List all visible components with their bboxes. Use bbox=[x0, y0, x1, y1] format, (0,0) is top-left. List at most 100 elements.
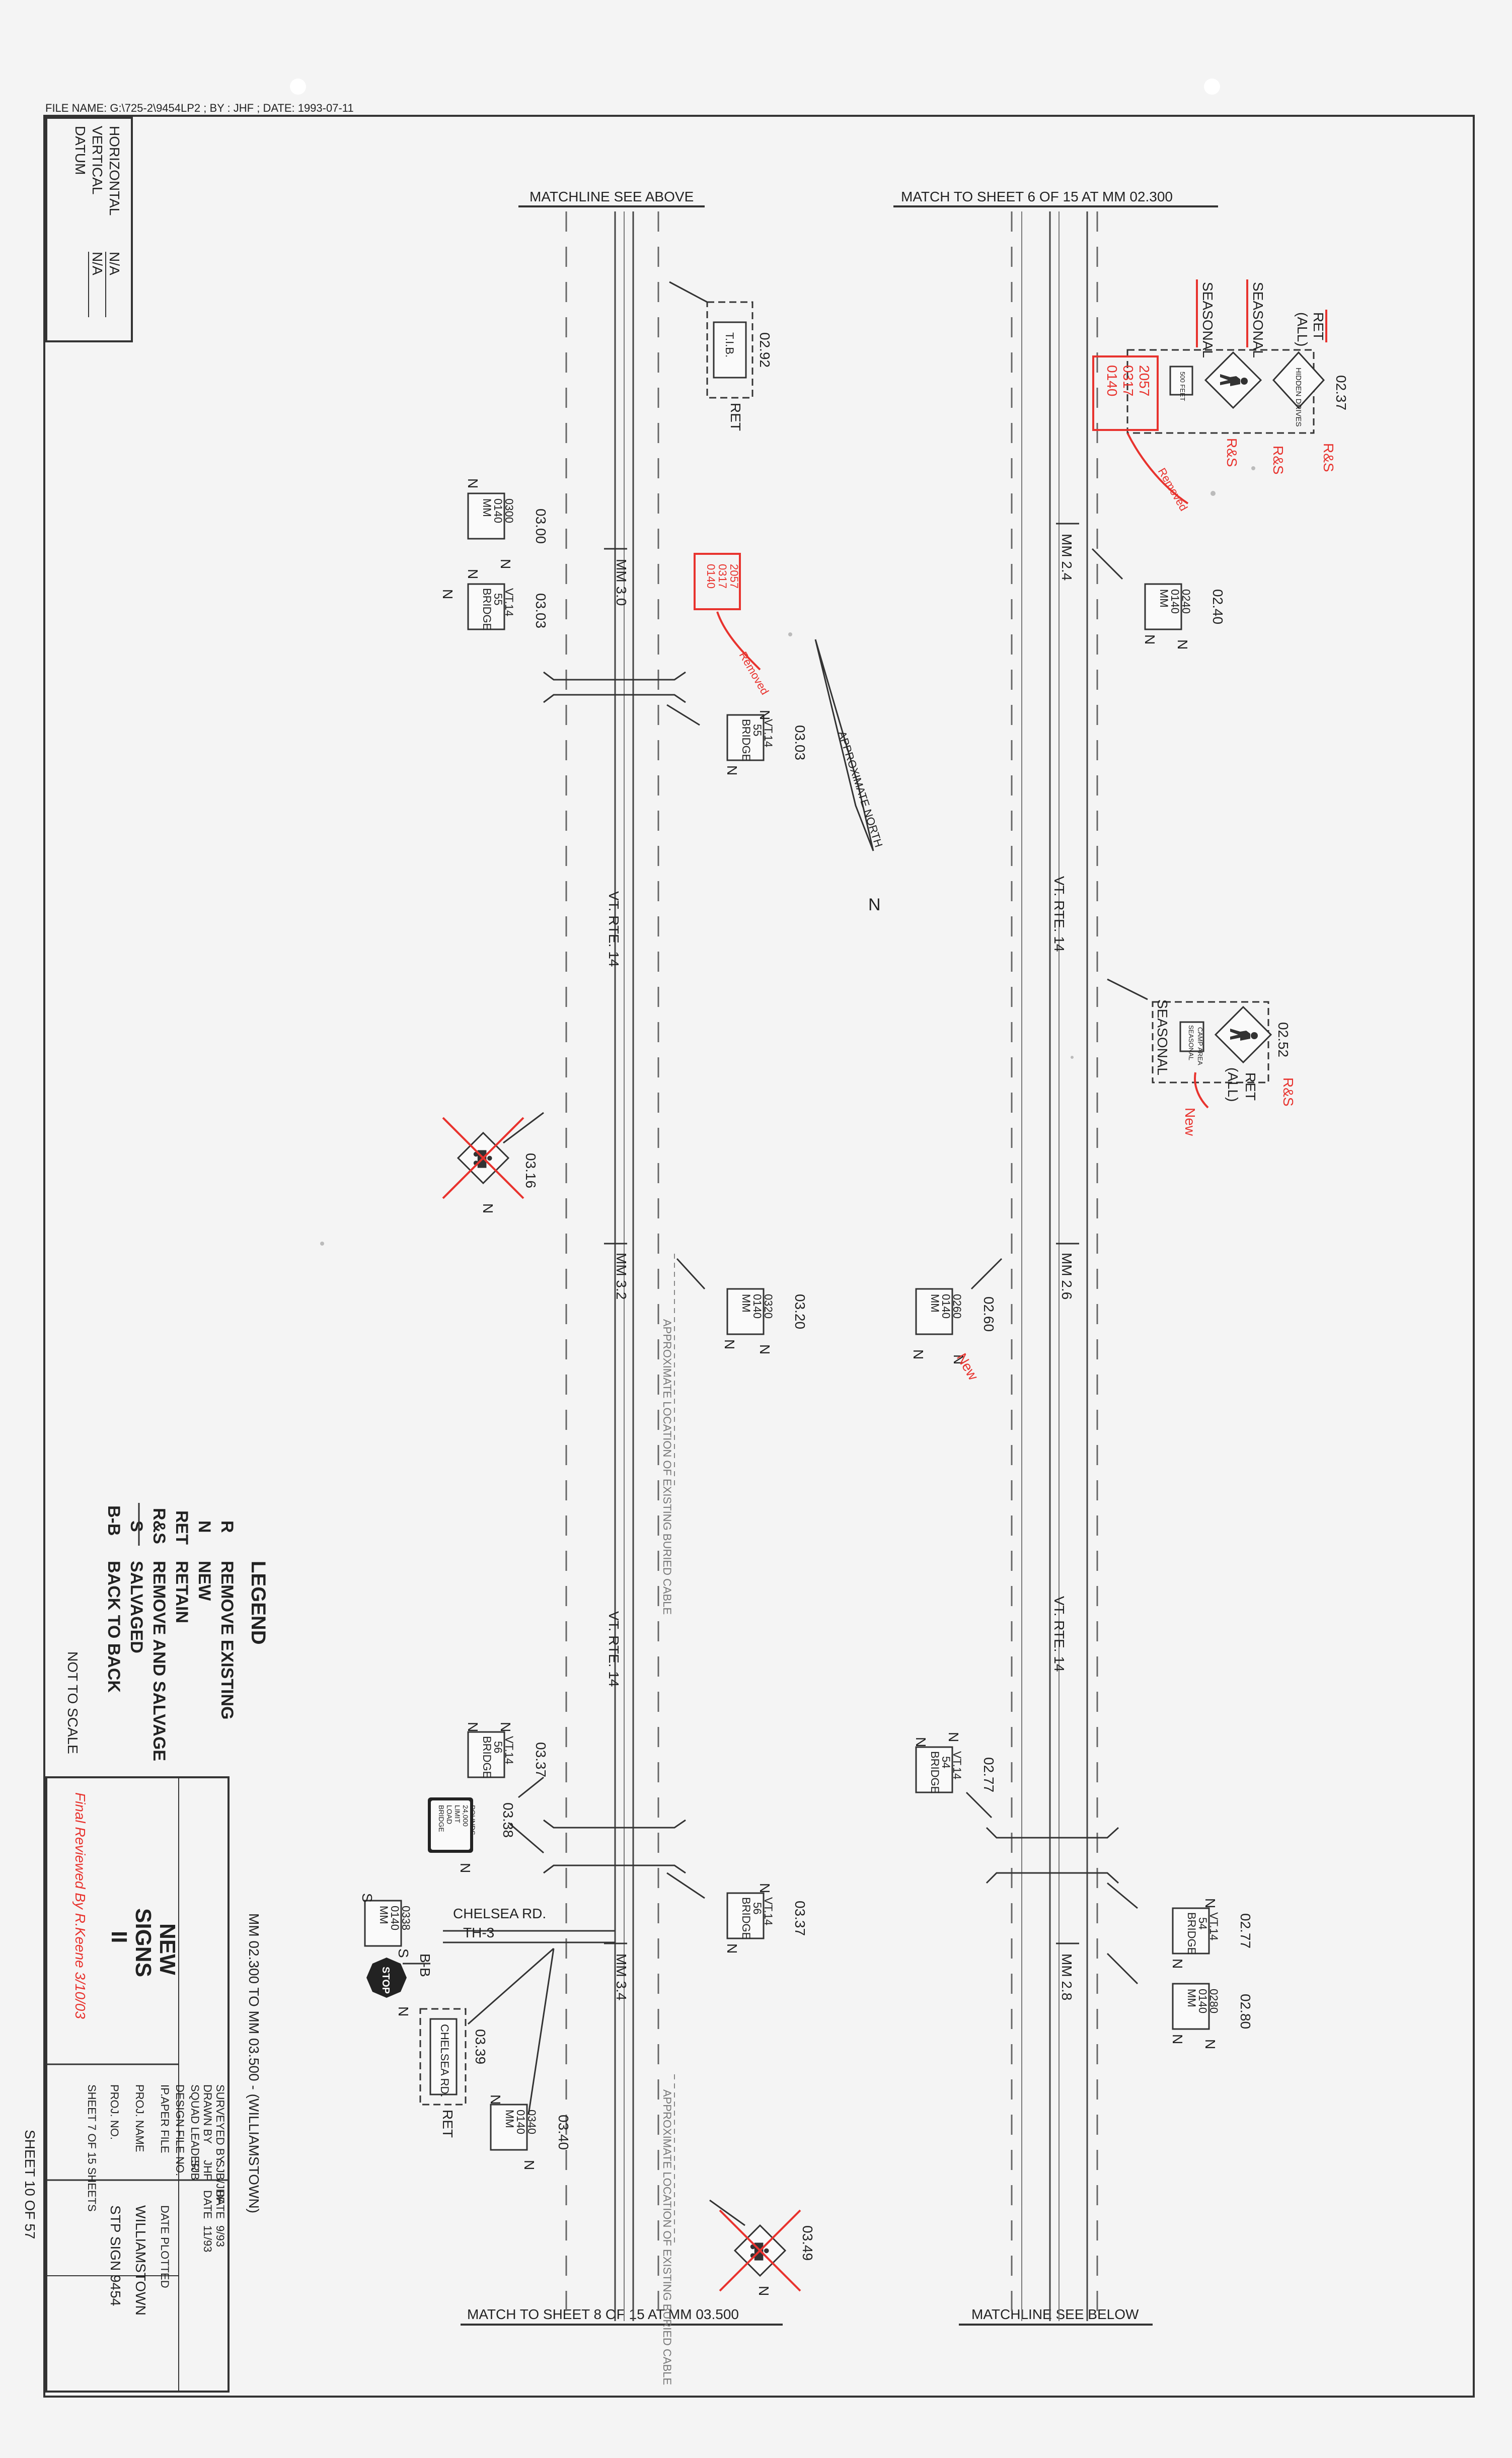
svg-text:SEASONAL: SEASONAL bbox=[1250, 282, 1266, 358]
svg-text:MM: MM bbox=[1185, 1989, 1198, 2007]
bridge-left-337 bbox=[543, 1819, 686, 1874]
cross-road-name: CHELSEA RD. bbox=[453, 1906, 546, 1921]
svg-text:MM: MM bbox=[481, 498, 493, 517]
svg-text:02.52: 02.52 bbox=[1275, 1022, 1291, 1057]
svg-text:R&S: R&S bbox=[1280, 1077, 1296, 1107]
svg-text:REMOVE EXISTING: REMOVE EXISTING bbox=[217, 1561, 237, 1720]
svg-text:0140: 0140 bbox=[514, 2110, 527, 2134]
svg-text:RET: RET bbox=[440, 2110, 456, 2138]
title-line-2: SIGNS bbox=[131, 1908, 156, 1977]
road-left bbox=[565, 211, 659, 2321]
svg-text:MATCHLINE SEE BELOW: MATCHLINE SEE BELOW bbox=[971, 2306, 1139, 2322]
svg-text:24,000: 24,000 bbox=[462, 1805, 470, 1827]
svg-text:VT.14: VT.14 bbox=[762, 1897, 775, 1925]
svg-text:03.39: 03.39 bbox=[473, 2029, 488, 2064]
svg-text:SEASONAL: SEASONAL bbox=[1155, 999, 1170, 1075]
datum-box bbox=[45, 117, 133, 342]
datum-block: DATUM VERTICAL HORIZONTAL N/A N/A bbox=[72, 126, 122, 317]
svg-text:BRIDGE: BRIDGE bbox=[1185, 1912, 1198, 1955]
svg-text:CHELSEA RD.: CHELSEA RD. bbox=[438, 2024, 451, 2098]
svg-text:N: N bbox=[1142, 634, 1158, 644]
title-range: MM 02.300 TO MM 03.500 - (WILLIAMSTOWN) bbox=[246, 1913, 262, 2213]
sign-0237: HIDDEN DRIVES 500 FEET 02.37 RET (ALL) S… bbox=[1126, 279, 1349, 475]
svg-text:DATE: DATE bbox=[201, 2190, 214, 2219]
matchline-left-bottom: MATCH TO SHEET 8 OF 15 AT MM 03.500 bbox=[461, 2306, 783, 2326]
sign-0240: MM 0140 0240 02.40 N N bbox=[1091, 548, 1226, 649]
svg-text:SALVAGED: SALVAGED bbox=[127, 1561, 146, 1653]
svg-text:N: N bbox=[195, 1521, 214, 1533]
svg-text:N: N bbox=[458, 1863, 473, 1873]
svg-text:MM: MM bbox=[377, 1906, 390, 1924]
matchline-right-bottom: MATCHLINE SEE BELOW bbox=[959, 2306, 1153, 2326]
svg-text:BRIDGE: BRIDGE bbox=[929, 1751, 941, 1793]
datum-title: DATUM bbox=[72, 126, 88, 175]
svg-text:DESIGN FILE NO.: DESIGN FILE NO. bbox=[174, 2084, 186, 2176]
title-block: MM 02.300 TO MM 03.500 - (WILLIAMSTOWN) … bbox=[45, 1776, 262, 2393]
svg-text:N: N bbox=[1170, 1959, 1185, 1969]
svg-text:MM 2.6: MM 2.6 bbox=[1059, 1253, 1075, 1299]
svg-text:HIDDEN DRIVES: HIDDEN DRIVES bbox=[1294, 368, 1303, 427]
punch-hole bbox=[290, 79, 306, 95]
svg-text:02.77: 02.77 bbox=[1238, 1913, 1253, 1948]
svg-text:MATCH TO SHEET 6 OF 15 AT MM 0: MATCH TO SHEET 6 OF 15 AT MM 02.300 bbox=[901, 189, 1173, 204]
svg-text:T.I.B.: T.I.B. bbox=[723, 332, 736, 357]
svg-text:2057: 2057 bbox=[728, 564, 740, 589]
svg-text:N: N bbox=[911, 1349, 926, 1359]
svg-text:PROJ. NO.: PROJ. NO. bbox=[108, 2084, 121, 2140]
paper-specks bbox=[320, 466, 1255, 1246]
total-sheet-number: SHEET 10 OF 57 bbox=[22, 2130, 38, 2239]
svg-text:0140: 0140 bbox=[1196, 1989, 1209, 2013]
svg-text:PROJ. NAME: PROJ. NAME bbox=[133, 2084, 146, 2152]
svg-text:VT.14: VT.14 bbox=[1207, 1912, 1220, 1940]
sign-0338-mm: MM 0140 0338 S S B-B STOP N bbox=[359, 1893, 433, 2016]
svg-text:0140: 0140 bbox=[389, 1906, 401, 1930]
svg-text:SURVEYED BY: SURVEYED BY bbox=[214, 2084, 226, 2163]
svg-text:VT.14: VT.14 bbox=[503, 1736, 515, 1764]
svg-text:0140: 0140 bbox=[1169, 589, 1181, 614]
svg-text:DATE PLOTTED: DATE PLOTTED bbox=[159, 2205, 171, 2288]
sign-0337-a: BRIDGE 56 VT.14 03.37 N N bbox=[465, 1722, 549, 1798]
svg-text:BACK TO BACK: BACK TO BACK bbox=[104, 1561, 123, 1693]
svg-text:IP.APER FILE: IP.APER FILE bbox=[159, 2084, 171, 2153]
svg-text:MM 3.0: MM 3.0 bbox=[614, 559, 629, 606]
svg-text:RET: RET bbox=[172, 1510, 191, 1545]
svg-text:0317: 0317 bbox=[716, 564, 729, 589]
road-right bbox=[1011, 211, 1098, 2321]
file-info: FILE NAME: G:\725-2\9454LP2 ; BY : JHF ;… bbox=[45, 102, 354, 114]
sign-0300: MM 0140 0300 03.00 N N bbox=[465, 478, 549, 569]
svg-text:N: N bbox=[465, 1722, 481, 1732]
svg-text:N: N bbox=[1170, 2034, 1185, 2044]
svg-text:BRIDGE: BRIDGE bbox=[740, 719, 752, 761]
svg-text:02.92: 02.92 bbox=[757, 332, 773, 368]
sign-0277-a: BRIDGE 54 VT.14 02.77 N N bbox=[913, 1732, 997, 1819]
svg-text:B-B: B-B bbox=[417, 1954, 433, 1977]
svg-text:BRIDGE: BRIDGE bbox=[437, 1805, 445, 1832]
svg-text:N: N bbox=[724, 1943, 740, 1954]
legend-item: N NEW bbox=[195, 1521, 214, 1601]
svg-text:03.40: 03.40 bbox=[556, 2115, 571, 2150]
svg-text:N: N bbox=[465, 478, 481, 488]
svg-text:N: N bbox=[1202, 1898, 1218, 1908]
svg-text:56: 56 bbox=[492, 1741, 504, 1753]
sign-0303-a: BRIDGE 55 VT.14 03.03 N N bbox=[440, 569, 549, 630]
route-label-right-1: VT. RTE. 14 bbox=[1051, 876, 1067, 952]
title-line-3: II bbox=[107, 1931, 131, 1943]
svg-text:N: N bbox=[465, 569, 481, 579]
svg-text:55: 55 bbox=[751, 724, 764, 736]
sign-0337-b: BRIDGE 56 VT.14 03.37 N N bbox=[666, 1872, 808, 1954]
svg-text:R&S: R&S bbox=[1224, 438, 1240, 467]
svg-text:SHEET 7 OF 15 SHEETS: SHEET 7 OF 15 SHEETS bbox=[86, 2084, 98, 2212]
svg-text:54: 54 bbox=[940, 1756, 952, 1768]
svg-text:MM: MM bbox=[1158, 589, 1170, 608]
milepost-left-32: MM 3.2 bbox=[604, 1243, 629, 1299]
svg-text:0260: 0260 bbox=[951, 1294, 963, 1319]
svg-text:MM: MM bbox=[503, 2110, 516, 2128]
svg-text:02.80: 02.80 bbox=[1238, 1994, 1253, 2029]
north-letter: N bbox=[868, 895, 881, 914]
svg-text:03.00: 03.00 bbox=[533, 509, 549, 544]
svg-text:0240: 0240 bbox=[1180, 589, 1192, 614]
stop-sign-text: STOP bbox=[380, 1967, 391, 1994]
datum-vertical-value: N/A bbox=[90, 252, 105, 275]
svg-text:N: N bbox=[951, 1354, 966, 1364]
svg-text:02.40: 02.40 bbox=[1210, 589, 1226, 624]
